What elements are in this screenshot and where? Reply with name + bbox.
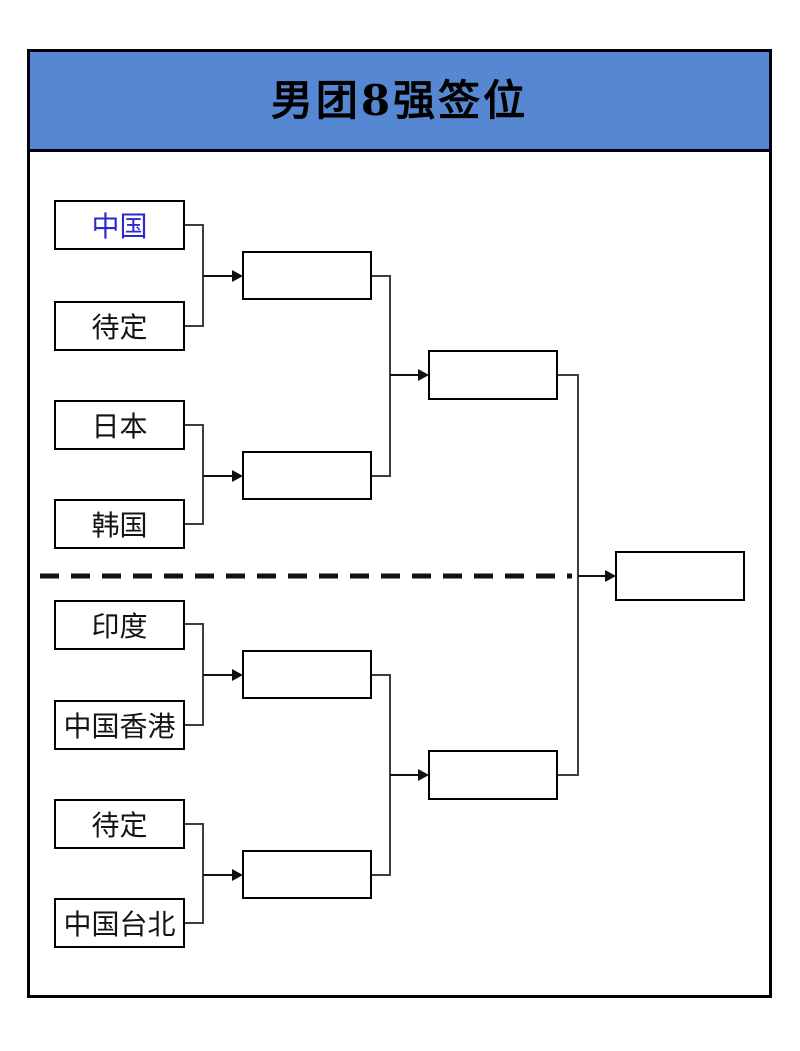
quarterfinal-winner-box-3 (242, 650, 372, 699)
quarterfinal-winner-box-1 (242, 251, 372, 300)
team-box-hongkong: 中国香港 (54, 700, 185, 750)
connector-qf-bottom (372, 674, 391, 876)
arrow-head-qf-4 (232, 869, 243, 881)
quarterfinal-winner-box-4 (242, 850, 372, 899)
team-label: 印度 (91, 610, 148, 643)
arrow-head-qf-3 (232, 669, 243, 681)
team-box-india: 印度 (54, 600, 185, 650)
team-label: 待定 (91, 311, 148, 344)
connector-pair-2 (185, 424, 204, 525)
arrow-head-sf-2 (418, 769, 429, 781)
team-box-korea: 韩国 (54, 499, 185, 549)
team-label: 中国香港 (63, 710, 176, 743)
champion-box (615, 551, 745, 601)
semifinal-winner-box-1 (428, 350, 558, 400)
connector-pair-3 (185, 623, 204, 726)
arrow-head-qf-1 (232, 270, 243, 282)
page-title: 男团8强签位 (270, 75, 529, 125)
quarterfinal-winner-box-2 (242, 451, 372, 500)
semifinal-winner-box-2 (428, 750, 558, 800)
team-label: 韩国 (91, 509, 148, 542)
team-box-tbd-1: 待定 (54, 301, 185, 351)
team-label: 中国台北 (63, 908, 176, 941)
team-box-tbd-2: 待定 (54, 799, 185, 849)
connector-pair-1 (185, 224, 204, 327)
arrow-head-final (605, 570, 616, 582)
team-label: 中国 (91, 210, 148, 243)
connector-qf-top (372, 275, 391, 477)
title-bar: 男团8强签位 (27, 49, 772, 152)
team-box-taipei: 中国台北 (54, 898, 185, 948)
arrow-head-sf-1 (418, 369, 429, 381)
team-label: 待定 (91, 809, 148, 842)
arrow-head-qf-2 (232, 470, 243, 482)
team-box-china: 中国 (54, 200, 185, 250)
team-label: 日本 (91, 410, 148, 443)
team-box-japan: 日本 (54, 400, 185, 450)
connector-pair-4 (185, 823, 204, 924)
